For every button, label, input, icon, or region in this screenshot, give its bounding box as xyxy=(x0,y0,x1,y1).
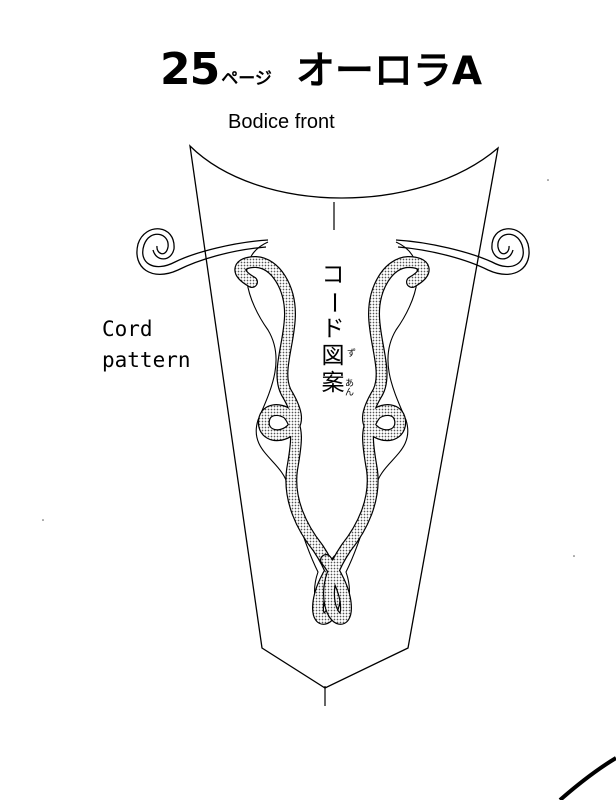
cord-pattern-label-line2: pattern xyxy=(102,348,191,372)
page-number: 25 xyxy=(160,44,220,95)
vertical-char-5: 案 xyxy=(321,370,345,396)
vertical-char-2: ー xyxy=(320,291,347,314)
ruby-zu: ず xyxy=(347,349,357,359)
page-word: ページ xyxy=(221,69,272,89)
right-tendril-curl xyxy=(395,233,524,268)
left-tendril-inner xyxy=(136,228,267,275)
vertical-cord-design-label: コ ー ド 図 案 xyxy=(318,262,348,397)
pattern-title: オーロラA xyxy=(295,49,483,94)
vertical-char-3: ド xyxy=(321,316,345,342)
cord-pattern-label: Cord pattern xyxy=(102,314,191,376)
left-tendril-curl xyxy=(142,233,269,268)
bodice-outline xyxy=(189,144,499,689)
ruby-an: あん xyxy=(345,379,355,398)
cord-pattern-label-line1: Cord xyxy=(102,317,153,341)
vertical-char-1: コ xyxy=(321,262,345,288)
right-tendril-inner xyxy=(397,228,530,275)
right-cord xyxy=(320,256,430,625)
left-cord-guide-line xyxy=(246,241,331,608)
corner-curve xyxy=(558,756,616,800)
vertical-char-4: 図 xyxy=(321,343,345,369)
bodice-front-label: Bodice front xyxy=(228,111,335,133)
right-cord-guide-line xyxy=(333,241,418,608)
